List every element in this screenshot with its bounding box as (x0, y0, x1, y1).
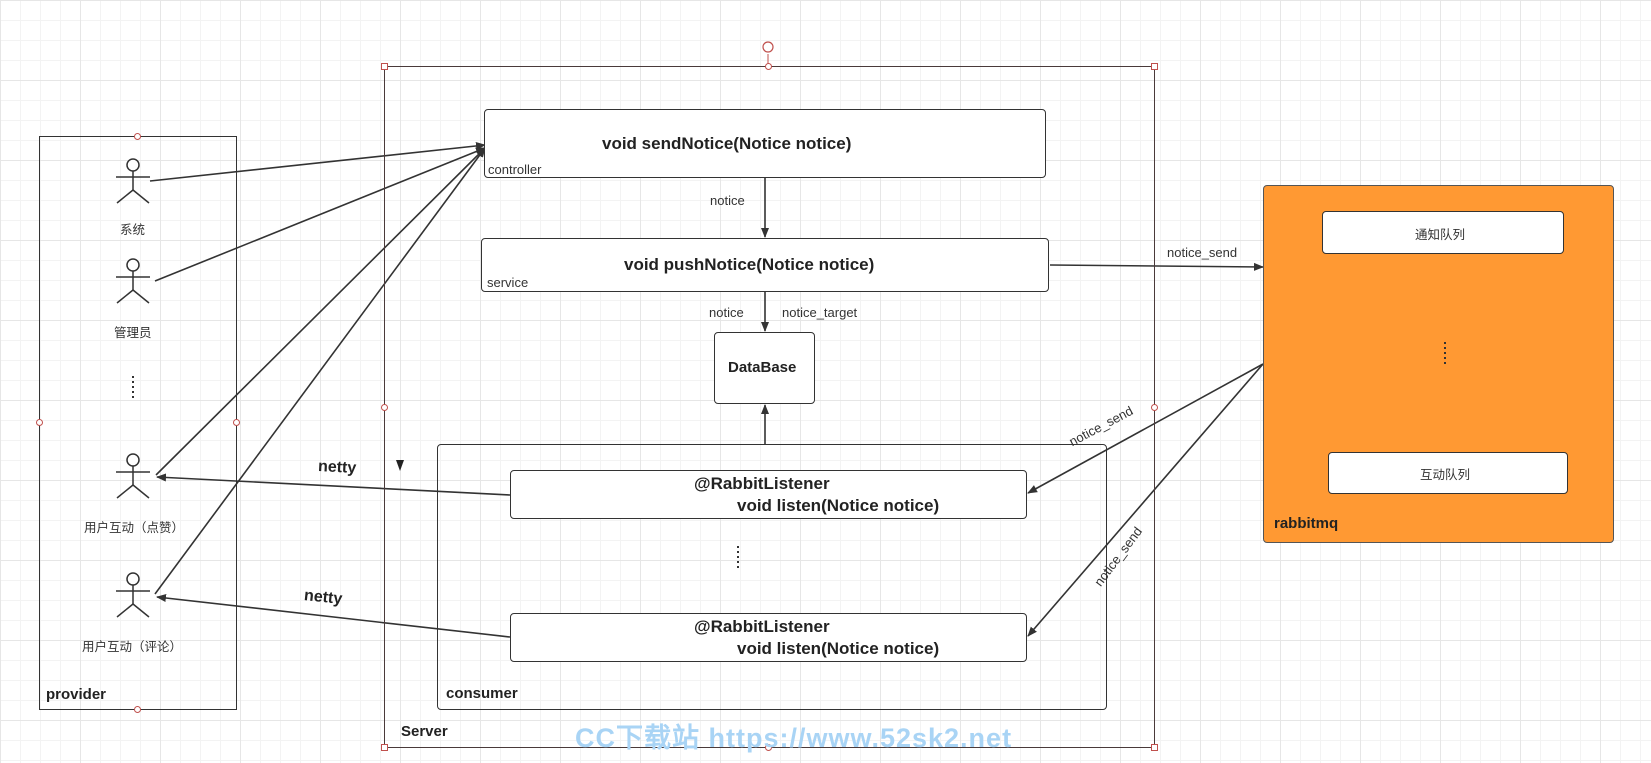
resize-handle[interactable] (233, 419, 240, 426)
listener-box[interactable] (510, 470, 1027, 519)
actor-label: 用户互动（评论） (82, 640, 183, 654)
controller-method: void sendNotice(Notice notice) (602, 134, 852, 153)
actor-system-icon[interactable] (116, 158, 150, 204)
controller-layer-label: controller (488, 162, 542, 177)
netty-label: netty (317, 458, 357, 477)
resize-handle[interactable] (134, 133, 141, 140)
service-method: void pushNotice(Notice notice) (624, 255, 875, 274)
consumer-title: consumer (446, 685, 518, 702)
cursor-triangle-icon (396, 460, 404, 471)
arrow-like-to-controller (155, 147, 486, 476)
netty-label: netty (303, 587, 344, 608)
queue-label: 通知队列 (1415, 228, 1466, 242)
actor-label: 系统 (120, 223, 146, 237)
resize-handle[interactable] (765, 63, 772, 70)
listener-annotation: @RabbitListener (694, 474, 830, 493)
resize-handle[interactable] (381, 404, 388, 411)
resize-handle[interactable] (1151, 404, 1158, 411)
resize-handle[interactable] (381, 63, 388, 70)
resize-handle[interactable] (36, 419, 43, 426)
server-title: Server (401, 723, 448, 740)
arrow-service-to-rabbitmq (1049, 262, 1264, 271)
queue-label: 互动队列 (1420, 468, 1471, 482)
listener-box[interactable] (510, 613, 1027, 662)
service-layer-label: service (487, 275, 529, 290)
listener-annotation: @RabbitListener (694, 617, 830, 636)
watermark: CC下载站 https://www.52sk2.net (575, 723, 1013, 753)
resize-handle[interactable] (1151, 744, 1158, 751)
listener-method: void listen(Notice notice) (737, 496, 940, 515)
arrow-admin-to-controller (154, 147, 486, 282)
resize-handle[interactable] (381, 744, 388, 751)
rotate-handle[interactable] (762, 41, 774, 53)
database-label: DataBase (728, 359, 797, 376)
actor-like-icon[interactable] (116, 453, 150, 499)
edge-label-notice-target: notice_target (782, 305, 858, 320)
queue-box[interactable] (1322, 211, 1564, 254)
listener-method: void listen(Notice notice) (737, 639, 940, 658)
rabbitmq-title: rabbitmq (1274, 515, 1339, 532)
actor-label: 管理员 (114, 326, 152, 340)
edge-label-notice: notice (710, 193, 745, 208)
service-box[interactable] (481, 238, 1049, 292)
provider-title: provider (46, 686, 107, 703)
arrow-rabbitmq-to-listener-1 (1027, 363, 1264, 494)
edge-label-notice: notice (709, 305, 744, 320)
actor-comment-icon[interactable] (116, 572, 150, 618)
ellipsis-vertical-icon (1444, 342, 1447, 367)
consumer-container[interactable] (437, 444, 1107, 710)
actor-admin-icon[interactable] (116, 258, 150, 304)
arrow-listener-2-to-comment (156, 594, 511, 638)
resize-handle[interactable] (765, 744, 772, 751)
arrow-system-to-controller (149, 141, 486, 182)
resize-handle[interactable] (1151, 63, 1158, 70)
ellipsis-vertical-icon (737, 546, 740, 571)
queue-box[interactable] (1328, 452, 1568, 494)
controller-box[interactable] (484, 109, 1046, 178)
ellipsis-vertical-icon (132, 376, 135, 401)
edge-label-notice-send: notice_send (1167, 245, 1238, 260)
actor-label: 用户互动（点赞） (84, 521, 185, 535)
arrow-comment-to-controller (154, 147, 486, 595)
resize-handle[interactable] (134, 706, 141, 713)
database-box[interactable] (714, 332, 815, 404)
arrow-rabbitmq-to-listener-2 (1027, 363, 1264, 637)
arrow-listener-1-to-like (156, 473, 511, 496)
